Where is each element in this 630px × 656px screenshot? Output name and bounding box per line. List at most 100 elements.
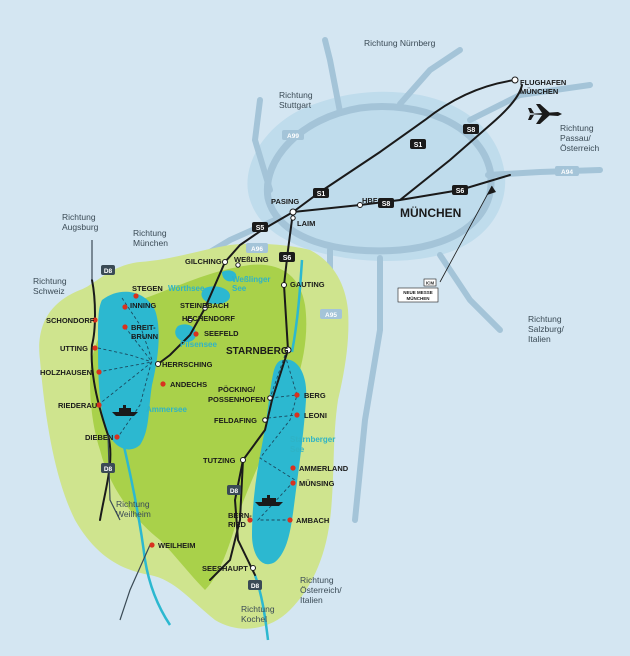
rail-s6-south	[233, 211, 294, 576]
regional-roads	[91, 240, 151, 621]
label-gilching: GILCHING	[185, 257, 222, 266]
label-weilheim: WEILHEIM	[158, 541, 196, 550]
airport-label-line1: FLUGHAFEN	[520, 78, 566, 87]
motorway-a8-south	[437, 252, 503, 333]
river-amper	[118, 429, 172, 626]
svg-text:S5: S5	[256, 225, 265, 232]
place-dots	[92, 293, 300, 548]
rail-lines	[90, 79, 523, 581]
sbahn-badge-s5: S5	[252, 222, 268, 232]
road-to-weilheim	[119, 544, 151, 621]
motorway-a99-north	[322, 37, 343, 115]
label-breitbrunn-2: BRUNN	[131, 332, 158, 341]
direction-passau-2: Passau/	[560, 133, 591, 143]
road-badge-d8-1: D8	[101, 265, 115, 275]
svg-text:NEUE MESSE: NEUE MESSE	[403, 290, 433, 295]
direction-muenchen-2: München	[133, 238, 168, 248]
label-hechendorf: HECHENDORF	[182, 314, 235, 323]
station-hechendorf	[187, 317, 193, 323]
direction-oesterreich-1: Richtung	[300, 575, 334, 585]
sbahn-badge-s8: S8	[463, 124, 479, 134]
station-feldafing	[262, 417, 268, 423]
direction-oesterreich-3: Italien	[300, 595, 323, 605]
road-badge-d8-2: D8	[101, 463, 115, 473]
label-ammerland: AMMERLAND	[299, 464, 349, 473]
dot-utting	[92, 345, 98, 351]
svg-text:D8: D8	[104, 466, 113, 473]
dot-andechs	[160, 381, 166, 387]
direction-schweiz-1: Richtung	[33, 276, 67, 286]
label-gauting: GAUTING	[290, 280, 325, 289]
motorway-a9	[397, 47, 463, 107]
svg-text:S8: S8	[382, 201, 391, 208]
svg-text:S8: S8	[467, 127, 476, 134]
sbahn-badge-s8b: S8	[378, 198, 394, 208]
rail-s8	[359, 84, 523, 206]
dot-holzhausen	[96, 369, 102, 375]
rail-bernried	[209, 459, 244, 581]
label-stegen: STEGEN	[132, 284, 163, 293]
direction-schweiz-2: Schweiz	[33, 286, 65, 296]
motorway-east	[467, 82, 593, 123]
station-pasing	[289, 208, 297, 216]
svg-text:S1: S1	[414, 142, 423, 149]
dot-seefeld	[193, 331, 199, 337]
sbahn-badge-s1b: S1	[313, 188, 329, 198]
label-leoni: LEONI	[304, 411, 327, 420]
dot-leoni	[294, 412, 300, 418]
direction-stuttgart-1: Richtung	[279, 90, 313, 100]
airport-label-line2: MÜNCHEN	[520, 87, 558, 96]
river-wuerm	[290, 259, 304, 353]
label-berg: BERG	[304, 391, 326, 400]
direction-stuttgart-2: Stuttgart	[279, 100, 312, 110]
lake-label-starnberger-1: Starnberger	[290, 435, 335, 444]
pilsensee-lake	[175, 324, 196, 342]
direction-salzburg-3: Italien	[528, 334, 551, 344]
label-poecking-1: PÖCKING/	[218, 385, 256, 394]
label-inning: INNING	[130, 301, 156, 310]
road-badge-a94: A94	[555, 166, 579, 176]
rail-s5	[157, 211, 294, 365]
label-holzhausen: HOLZHAUSEN	[40, 368, 92, 377]
label-wessling: WEßLING	[234, 255, 269, 264]
dot-bernried	[247, 517, 253, 523]
ring-motorway	[263, 103, 495, 255]
road-badge-a99: A99	[282, 130, 304, 140]
dot-breitbrunn	[122, 324, 128, 330]
rail-ammersee-west	[90, 279, 112, 521]
road-badge-d8-4: D8	[248, 580, 262, 590]
motorway-lindau	[352, 255, 383, 523]
label-seefeld: SEEFELD	[204, 329, 239, 338]
wesslinger-see-lake	[222, 270, 237, 282]
label-poecking-2: POSSENHOFEN	[208, 395, 266, 404]
station-gauting	[281, 282, 287, 288]
station-steinebach	[202, 305, 208, 311]
lake-label-ammersee: Ammersee	[146, 405, 187, 414]
city-label-muenchen: MÜNCHEN	[400, 205, 461, 220]
lake-label-wesslinger-2: See	[232, 284, 247, 293]
station-herrsching	[155, 361, 161, 367]
messe-marker: ICM NEUE MESSE MÜNCHEN	[397, 185, 496, 303]
lake-label-wesslinger-1: Weßlinger	[232, 275, 271, 284]
ammersee	[98, 291, 159, 450]
station-tutzing	[240, 457, 246, 463]
direction-oesterreich-2: Österreich/	[300, 585, 342, 595]
station-starnberg	[284, 346, 292, 354]
svg-text:ICM: ICM	[426, 281, 435, 286]
svg-text:S1: S1	[317, 191, 326, 198]
road-badge-a96: A96	[246, 243, 268, 253]
airplane-icon	[528, 104, 562, 124]
ferry-starnberg-4	[269, 354, 286, 399]
direction-augsburg-2: Augsburg	[62, 222, 99, 232]
svg-text:D8: D8	[230, 488, 239, 495]
svg-text:S6: S6	[456, 188, 465, 195]
station-markers	[155, 76, 519, 571]
label-seeshaupt: SEESHAUPT	[202, 564, 248, 573]
label-muensing: MÜNSING	[299, 479, 335, 488]
dot-ammerland	[290, 465, 296, 471]
dot-dieben	[114, 434, 120, 440]
lake-label-woerthsee: Wörthsee	[168, 284, 205, 293]
rail-s1	[292, 79, 516, 213]
svg-text:A94: A94	[561, 169, 573, 176]
direction-augsburg-1: Richtung	[62, 212, 96, 222]
